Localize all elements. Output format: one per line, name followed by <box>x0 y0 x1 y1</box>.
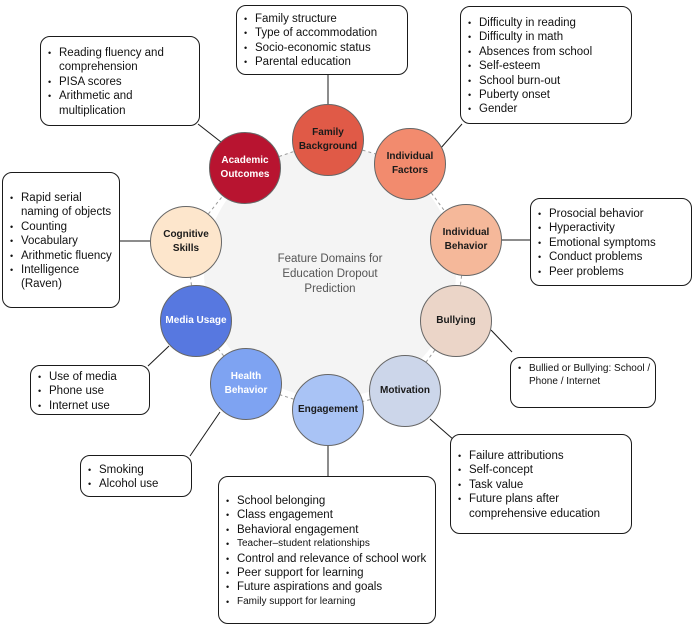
feature-box-health-behavior: SmokingAlcohol use <box>80 455 192 497</box>
domain-label: Bullying <box>436 315 476 326</box>
feature-item: School burn-out <box>468 74 631 89</box>
leader-line <box>439 123 463 150</box>
feature-item: Intelligence (Raven) <box>10 263 119 292</box>
feature-list: Rapid serial naming of objectsCountingVo… <box>3 173 119 292</box>
feature-item: Rapid serial naming of objects <box>10 191 119 220</box>
feature-item: Control and relevance of school work <box>226 552 435 567</box>
feature-item: Class engagement <box>226 508 435 523</box>
feature-item: Family support for learning <box>226 595 435 610</box>
feature-item: Parental education <box>244 55 407 70</box>
feature-item: Arithmetic fluency <box>10 249 119 264</box>
feature-item: Phone use <box>38 384 149 399</box>
domain-label: Individual Behavior <box>442 227 490 252</box>
feature-item: Use of media <box>38 370 149 385</box>
feature-item: Internet use <box>38 399 149 414</box>
domain-node-media-usage: Media Usage <box>160 285 232 357</box>
feature-item: Smoking <box>88 463 191 478</box>
domain-node-individual-factors: Individual Factors <box>374 128 446 200</box>
domain-label: Motivation <box>380 385 430 396</box>
feature-item: Vocabulary <box>10 234 119 249</box>
leader-line <box>197 123 222 143</box>
domain-node-motivation: Motivation <box>369 355 441 427</box>
feature-item: PISA scores <box>48 75 199 90</box>
feature-item: Peer problems <box>538 265 691 280</box>
domain-label: Cognitive Skills <box>163 229 209 254</box>
feature-list: Failure attributionsSelf-conceptTask val… <box>451 435 631 521</box>
feature-box-academic-outcomes: Reading fluency and comprehensionPISA sc… <box>40 36 200 126</box>
domain-node-academic-outcomes: Academic Outcomes <box>209 132 281 204</box>
feature-item: Socio-economic status <box>244 41 407 56</box>
feature-item: Failure attributions <box>458 449 631 464</box>
feature-list: Use of mediaPhone useInternet use <box>31 366 149 414</box>
leader-line <box>189 411 221 457</box>
feature-item: Puberty onset <box>468 88 631 103</box>
feature-box-individual-behavior: Prosocial behaviorHyperactivityEmotional… <box>530 198 692 286</box>
feature-list: Prosocial behaviorHyperactivityEmotional… <box>531 199 691 279</box>
feature-item: Arithmetic and multiplication <box>48 89 199 118</box>
feature-item: Future aspirations and goals <box>226 580 435 595</box>
feature-list: Difficulty in readingDifficulty in mathA… <box>461 7 631 117</box>
feature-item: Alcohol use <box>88 477 191 492</box>
feature-item: Emotional symptoms <box>538 236 691 251</box>
domain-node-individual-behavior: Individual Behavior <box>430 204 502 276</box>
domain-node-health-behavior: Health Behavior <box>210 348 282 420</box>
feature-list: Family structureType of accommodationSoc… <box>237 6 407 70</box>
feature-item: Task value <box>458 478 631 493</box>
center-ring <box>204 146 456 398</box>
leader-line <box>490 329 513 353</box>
feature-item: Counting <box>10 220 119 235</box>
feature-list: SmokingAlcohol use <box>81 456 191 492</box>
feature-item: Prosocial behavior <box>538 207 691 222</box>
feature-box-engagement: School belongingClass engagementBehavior… <box>218 476 436 624</box>
feature-item: School belonging <box>226 494 435 509</box>
feature-box-individual-factors: Difficulty in readingDifficulty in mathA… <box>460 6 632 124</box>
domain-label: Individual Factors <box>386 151 434 176</box>
feature-list: Reading fluency and comprehensionPISA sc… <box>41 37 199 118</box>
feature-item: Bullied or Bullying: School / Phone / In… <box>518 362 655 388</box>
feature-item: Conduct problems <box>538 250 691 265</box>
feature-item: Self-esteem <box>468 59 631 74</box>
feature-box-bullying: Bullied or Bullying: School / Phone / In… <box>510 357 656 408</box>
feature-box-family-background: Family structureType of accommodationSoc… <box>236 5 408 75</box>
domain-node-engagement: Engagement <box>292 374 364 446</box>
feature-item: Family structure <box>244 12 407 27</box>
leader-line <box>147 345 170 367</box>
domain-label: Academic Outcomes <box>220 155 270 180</box>
feature-list: Bullied or Bullying: School / Phone / In… <box>511 358 655 388</box>
feature-item: Gender <box>468 102 631 117</box>
domain-node-cognitive-skills: Cognitive Skills <box>150 206 222 278</box>
feature-item: Type of accommodation <box>244 26 407 41</box>
domain-label: Media Usage <box>165 315 227 326</box>
feature-item: Difficulty in reading <box>468 16 631 31</box>
feature-item: Difficulty in math <box>468 30 631 45</box>
feature-list: School belongingClass engagementBehavior… <box>219 477 435 610</box>
leader-lines <box>120 75 530 476</box>
feature-item: Self-concept <box>458 463 631 478</box>
feature-item: Absences from school <box>468 45 631 60</box>
feature-item: Hyperactivity <box>538 221 691 236</box>
feature-item: Peer support for learning <box>226 566 435 581</box>
feature-item: Reading fluency and comprehension <box>48 46 199 75</box>
domain-node-bullying: Bullying <box>420 285 492 357</box>
feature-box-media-usage: Use of mediaPhone useInternet use <box>30 365 150 415</box>
domain-label: Engagement <box>297 404 358 415</box>
domain-label: Family Background <box>298 127 358 152</box>
feature-item: Future plans after comprehensive educati… <box>458 492 631 521</box>
feature-box-cognitive-skills: Rapid serial naming of objectsCountingVo… <box>2 172 120 308</box>
feature-box-motivation: Failure attributionsSelf-conceptTask val… <box>450 434 632 534</box>
center-title: Feature Domains for Education Dropout Pr… <box>277 253 383 295</box>
leader-line <box>429 418 455 441</box>
domain-node-family-background: Family Background <box>292 104 364 176</box>
feature-item: Behavioral engagement <box>226 523 435 538</box>
domain-label: Health Behavior <box>224 371 268 396</box>
feature-item: Teacher–student relationships <box>226 537 435 552</box>
